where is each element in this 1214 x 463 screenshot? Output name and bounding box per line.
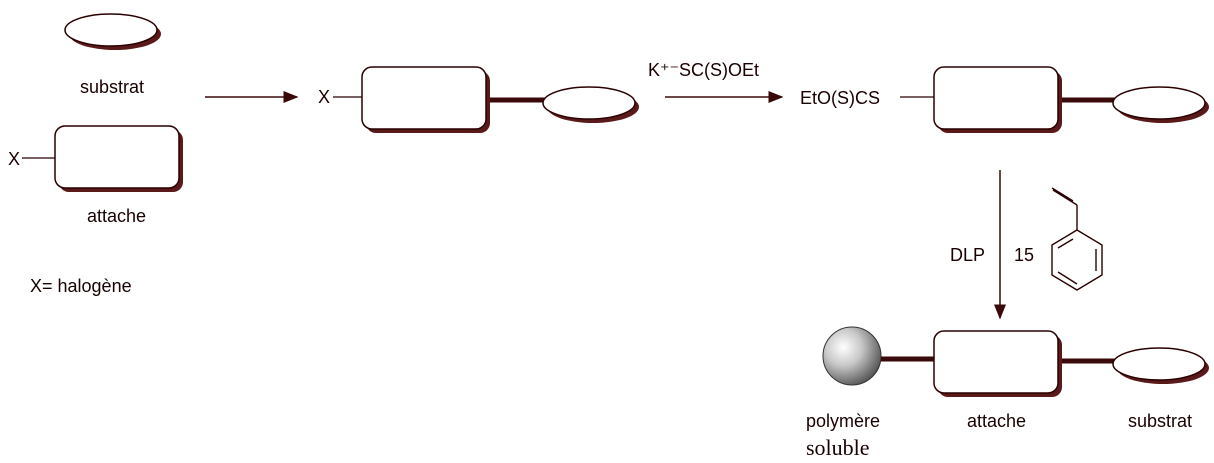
attache-box-left (54, 125, 183, 192)
dlp-label: DLP (950, 245, 985, 265)
attache-box-bottom (933, 330, 1062, 397)
eto-group-label: EtO(S)CS (800, 88, 880, 108)
soluble-label: soluble (806, 435, 870, 460)
attache-label-bottom: attache (967, 411, 1026, 431)
substrat-shape-mid (542, 86, 639, 123)
styrene-structure-icon (1051, 187, 1103, 291)
attache-label-left: attache (87, 206, 146, 226)
polymere-label: polymère (806, 411, 880, 431)
x-label-left: X (8, 149, 20, 169)
attache-box-right (933, 66, 1062, 133)
attache-box-mid (361, 66, 490, 133)
substrat-shape-bottom (1112, 347, 1209, 384)
x-definition: X= halogène (30, 276, 132, 296)
reagent-number-15: 15 (1014, 245, 1034, 265)
x-label-mid: X (318, 87, 330, 107)
substrat-label-top: substrat (80, 77, 144, 97)
substrat-label-bottom: substrat (1128, 411, 1192, 431)
substrat-shape-top (64, 13, 161, 50)
polymer-sphere-icon (822, 326, 882, 386)
reagent-label: K⁺⁻SC(S)OEt (648, 60, 759, 80)
substrat-shape-right (1112, 86, 1209, 123)
